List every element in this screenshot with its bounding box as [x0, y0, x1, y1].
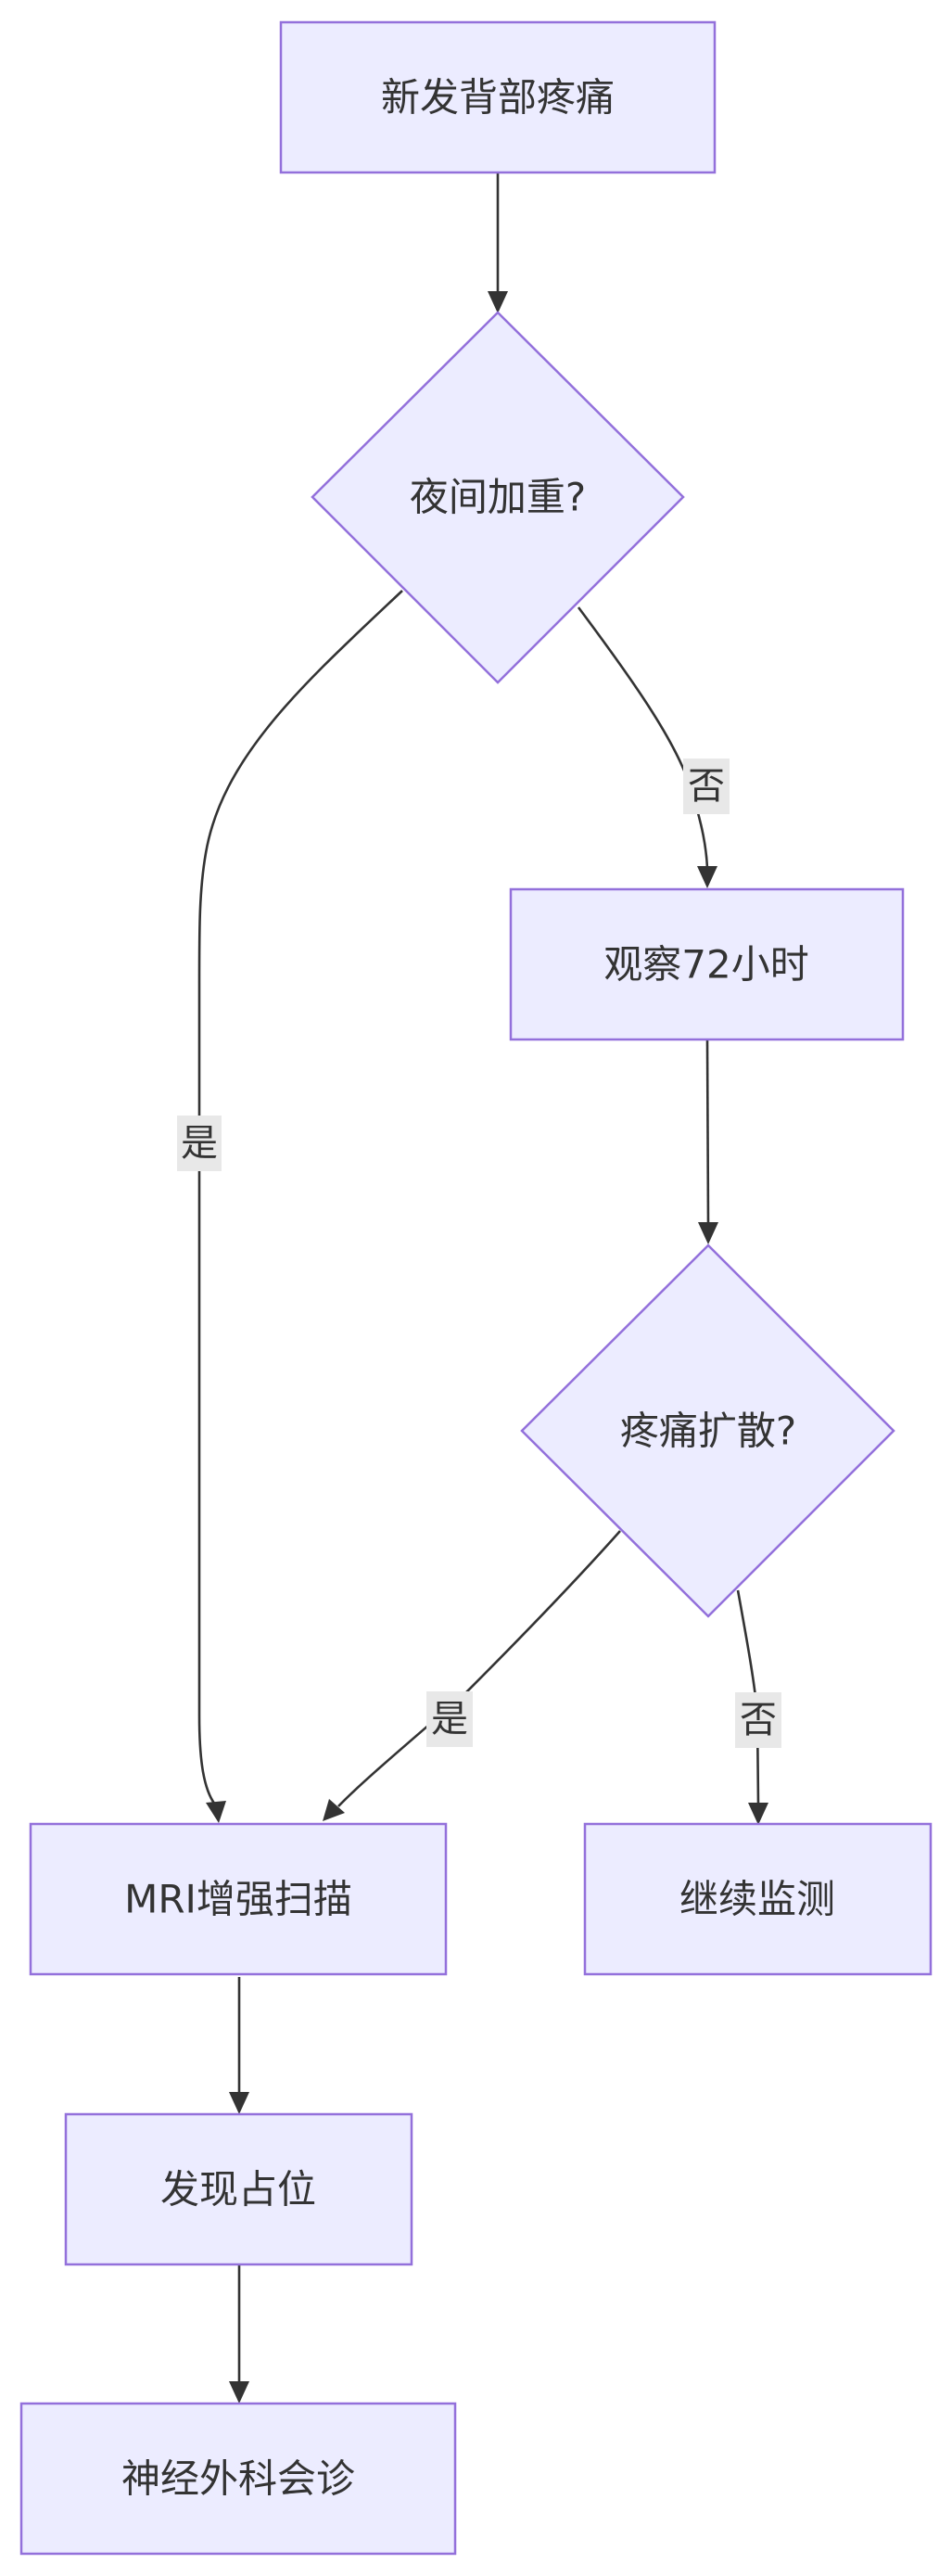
node-mri: MRI增强扫描: [29, 1822, 448, 1976]
svg-text:否: 否: [688, 765, 725, 808]
node-continue-monitor: 继续监测: [583, 1822, 933, 1976]
svg-text:观察72小时: 观察72小时: [603, 942, 808, 988]
svg-text:MRI增强扫描: MRI增强扫描: [124, 1877, 352, 1922]
node-night-worse-decision: 夜间加重?: [311, 311, 685, 684]
node-found-mass: 发现占位: [64, 2112, 413, 2266]
edge-label-spread-yes: 是: [426, 1691, 473, 1747]
edge-night-worse-to-mri: [197, 590, 403, 1805]
arrowhead: [206, 1801, 226, 1823]
arrowhead: [229, 2381, 249, 2404]
svg-text:神经外科会诊: 神经外科会诊: [121, 2456, 355, 2502]
arrowhead: [698, 1222, 718, 1244]
svg-text:新发背部疼痛: 新发背部疼痛: [381, 75, 615, 121]
arrowhead: [229, 2092, 249, 2114]
edge-label-spread-no: 否: [735, 1692, 781, 1748]
edge-label-night-yes: 是: [177, 1116, 222, 1171]
svg-text:是: 是: [181, 1122, 218, 1165]
node-observe: 观察72小时: [509, 887, 905, 1041]
nodes: 新发背部疼痛 夜间加重? 观察72小时 疼痛扩散? MRI增强扫描 继续监测: [19, 20, 933, 2556]
svg-text:夜间加重?: 夜间加重?: [410, 475, 586, 520]
edge-night-worse-to-observe: [577, 606, 709, 869]
edge-labels: 是 否 是 否: [177, 759, 781, 1748]
svg-text:疼痛扩散?: 疼痛扩散?: [620, 1409, 796, 1454]
node-start: 新发背部疼痛: [279, 20, 717, 174]
node-neurosurgery: 神经外科会诊: [19, 2402, 457, 2556]
svg-text:否: 否: [740, 1699, 777, 1741]
node-pain-spread-decision: 疼痛扩散?: [520, 1243, 895, 1618]
edge-pain-spread-to-mri: [337, 1530, 621, 1807]
arrowhead: [488, 291, 508, 313]
edge-label-night-no: 否: [683, 759, 730, 814]
svg-text:是: 是: [431, 1698, 468, 1741]
arrowhead: [697, 866, 717, 888]
arrowhead: [748, 1803, 768, 1825]
edge-observe-to-pain-spread: [705, 1039, 710, 1225]
arrowhead: [323, 1799, 345, 1821]
svg-text:发现占位: 发现占位: [160, 2167, 316, 2213]
svg-text:继续监测: 继续监测: [679, 1877, 835, 1922]
